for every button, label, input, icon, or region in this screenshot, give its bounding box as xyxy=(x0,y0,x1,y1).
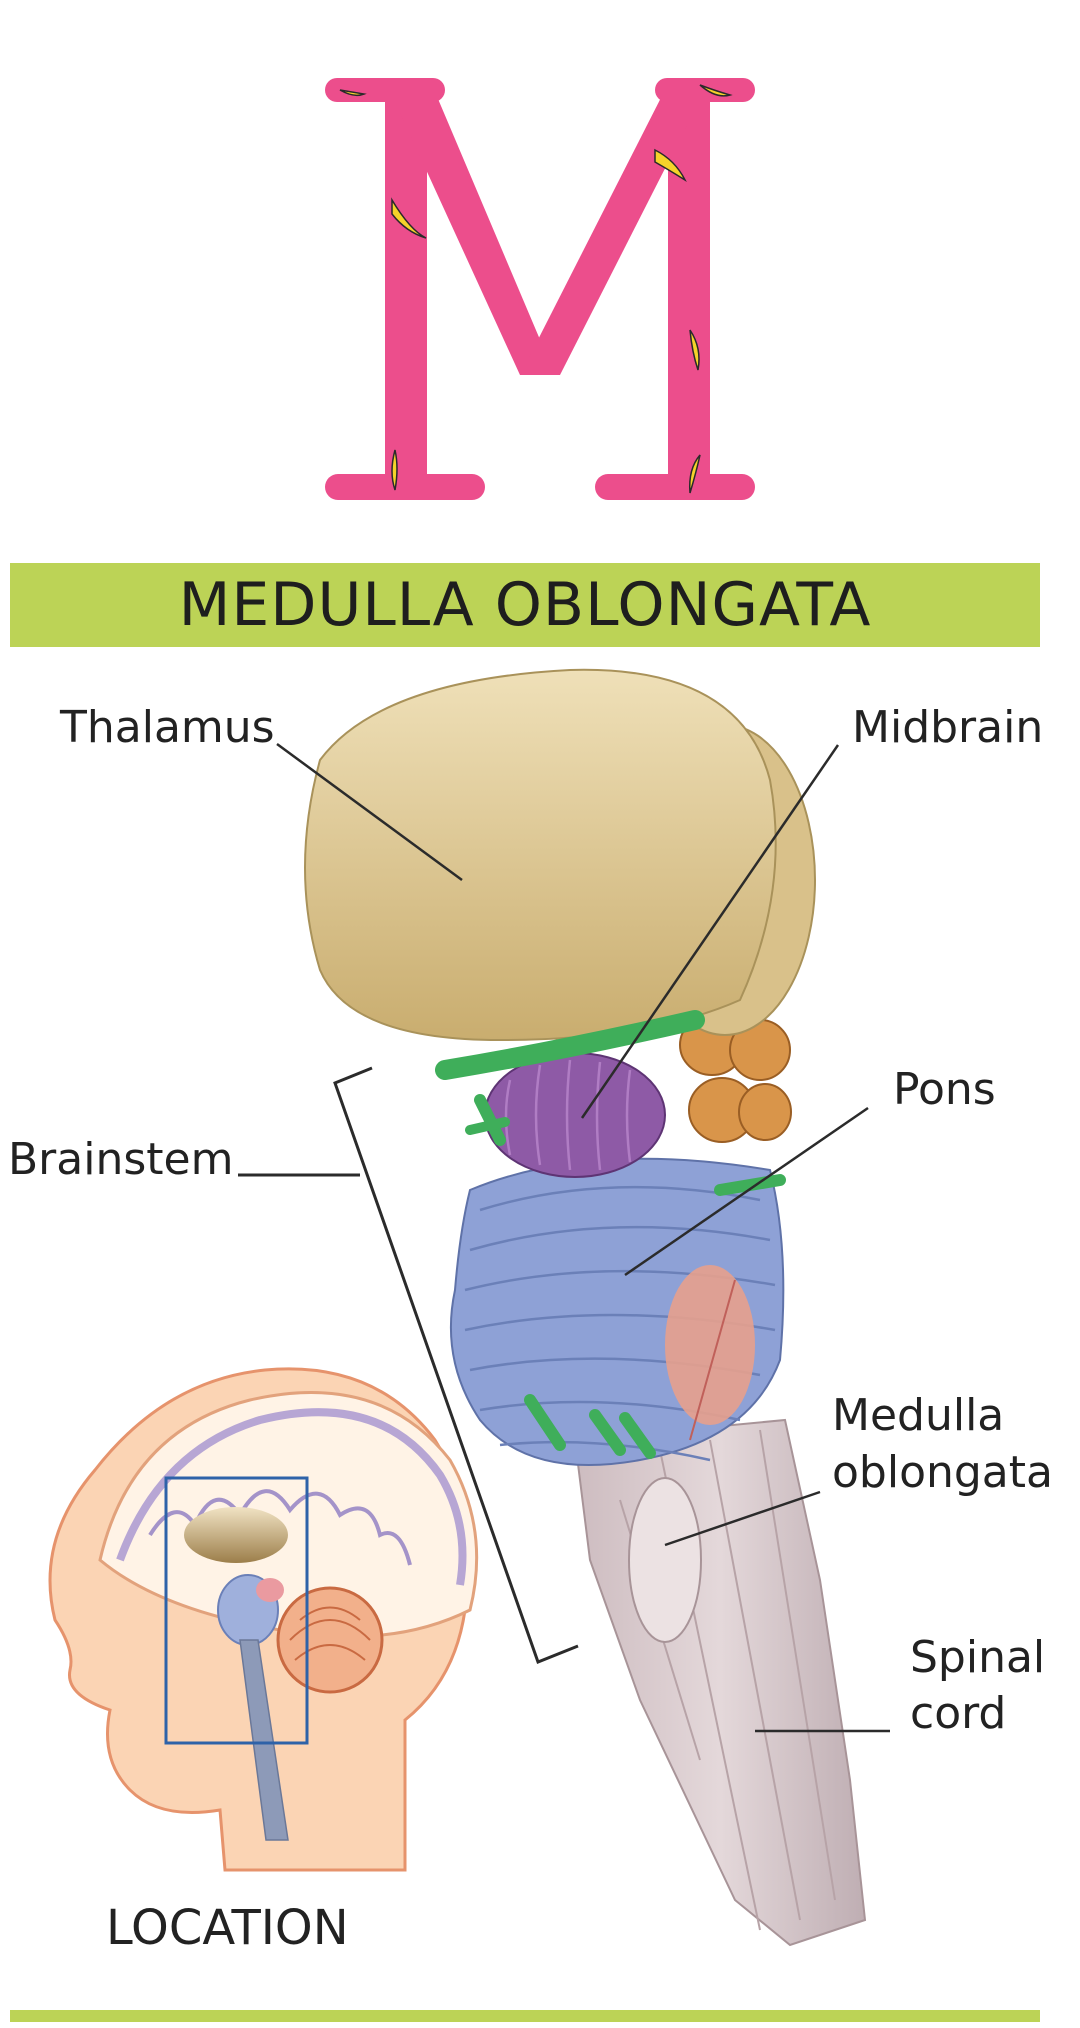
bottom-rule xyxy=(10,2010,1040,2022)
location-inset xyxy=(48,1367,479,1872)
label-thalamus: Thalamus xyxy=(60,702,275,753)
label-pons: Pons xyxy=(893,1064,996,1115)
thalamus-shape xyxy=(304,668,816,1042)
label-brainstem: Brainstem xyxy=(8,1134,234,1185)
letter-m-decoration xyxy=(325,78,755,500)
location-box xyxy=(164,1476,309,1745)
pons-shape xyxy=(449,1157,785,1466)
title-banner: MEDULLA OBLONGATA xyxy=(10,563,1040,647)
label-medulla-line2: oblongata xyxy=(832,1447,1053,1498)
spinal-cord-shape xyxy=(573,1418,867,1947)
label-spinal-line1: Spinal xyxy=(910,1632,1046,1683)
label-medulla-line1: Medulla xyxy=(832,1390,1005,1441)
midbrain-shape xyxy=(484,1052,666,1178)
leader-lines xyxy=(276,742,890,1733)
label-spinal-line2: cord xyxy=(910,1688,1007,1739)
cranial-nerves xyxy=(435,1010,786,1459)
diagram-title: MEDULLA OBLONGATA xyxy=(178,570,872,640)
cerebellum-inset xyxy=(276,1586,384,1694)
brainstem-bracket xyxy=(238,1066,579,1664)
location-caption: LOCATION xyxy=(106,1900,349,1956)
olive xyxy=(628,1477,702,1643)
label-midbrain: Midbrain xyxy=(852,702,1044,753)
